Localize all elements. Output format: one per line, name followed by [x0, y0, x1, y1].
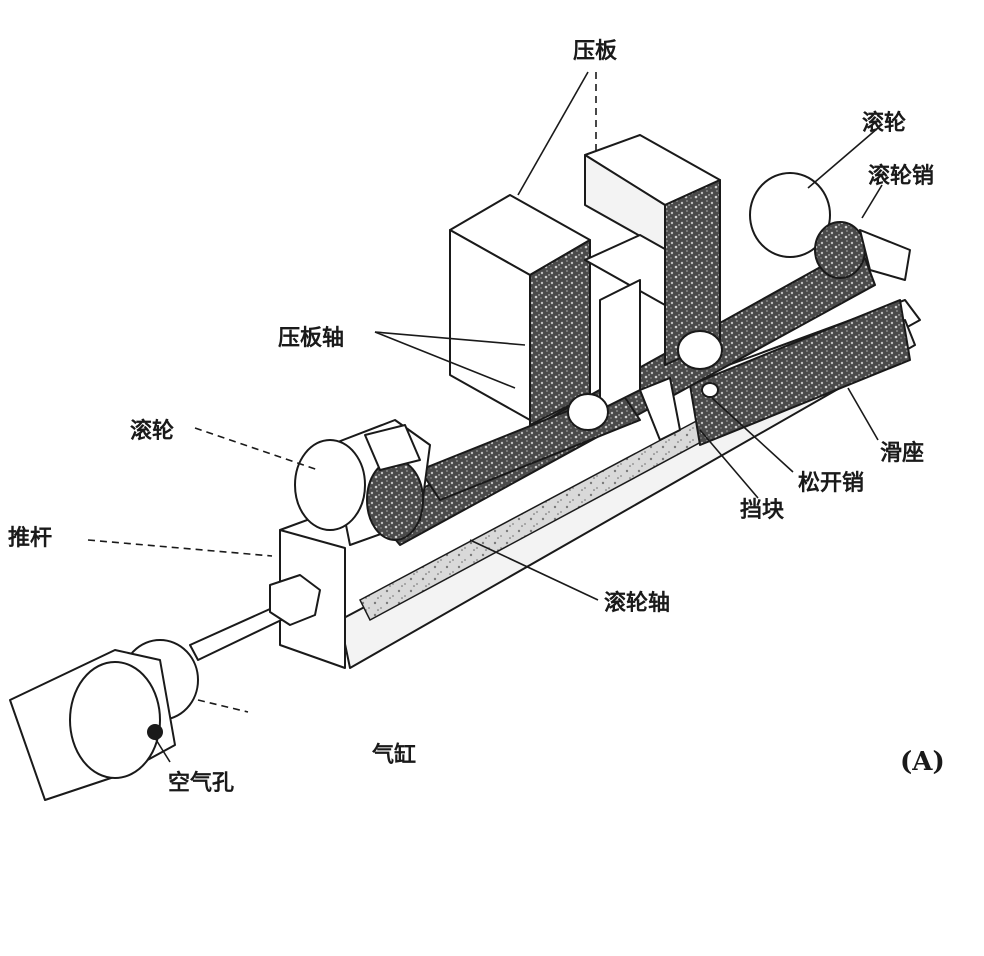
pressure-plate-left	[449, 194, 591, 426]
push-rod	[189, 574, 321, 661]
label-stop-block: 挡块	[740, 498, 785, 523]
label-roller-shaft: 滚轮轴	[604, 590, 670, 616]
label-pressure-plate-shaft: 压板轴	[278, 325, 344, 351]
label-roller-pin: 滚轮销	[868, 163, 934, 189]
label-roller-left: 滚轮	[130, 418, 174, 444]
roller-right	[749, 172, 911, 281]
label-push-rod: 推杆	[8, 526, 52, 551]
roller-left	[294, 419, 431, 546]
pressure-plate-center	[584, 134, 721, 411]
panel-tag: (A)	[900, 747, 945, 777]
label-release-pin: 松开销	[798, 471, 864, 496]
slide-seat	[689, 299, 911, 446]
air-cylinder	[9, 639, 199, 801]
label-pressure-plate: 压板	[573, 39, 618, 64]
label-cylinder: 气缸	[371, 742, 416, 768]
label-roller-top: 滚轮	[862, 110, 906, 136]
leader-lines	[87, 71, 883, 763]
label-air-hole: 空气孔	[168, 770, 234, 796]
label-slide-seat: 滑座	[880, 440, 924, 466]
shaft-cylinders	[567, 330, 723, 441]
